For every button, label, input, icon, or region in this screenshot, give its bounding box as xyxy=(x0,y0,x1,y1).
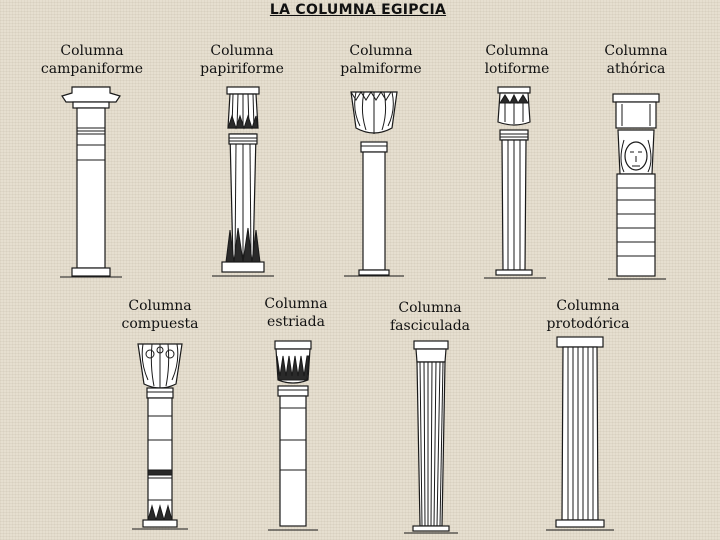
column-campaniforme-drawing xyxy=(60,86,122,278)
column-palmiforme-drawing xyxy=(344,91,404,277)
column-compuesta-drawing xyxy=(132,343,188,530)
column-fasciculada-drawing xyxy=(404,340,458,534)
page-title: LA COLUMNA EGIPCIA xyxy=(269,2,447,18)
column-estriada-drawing xyxy=(268,340,318,531)
column-protodorica-drawing xyxy=(546,336,614,531)
column-athorica-drawing xyxy=(608,93,666,280)
column-lotiforme-drawing xyxy=(484,86,546,279)
column-papiriforme-drawing xyxy=(212,86,274,277)
